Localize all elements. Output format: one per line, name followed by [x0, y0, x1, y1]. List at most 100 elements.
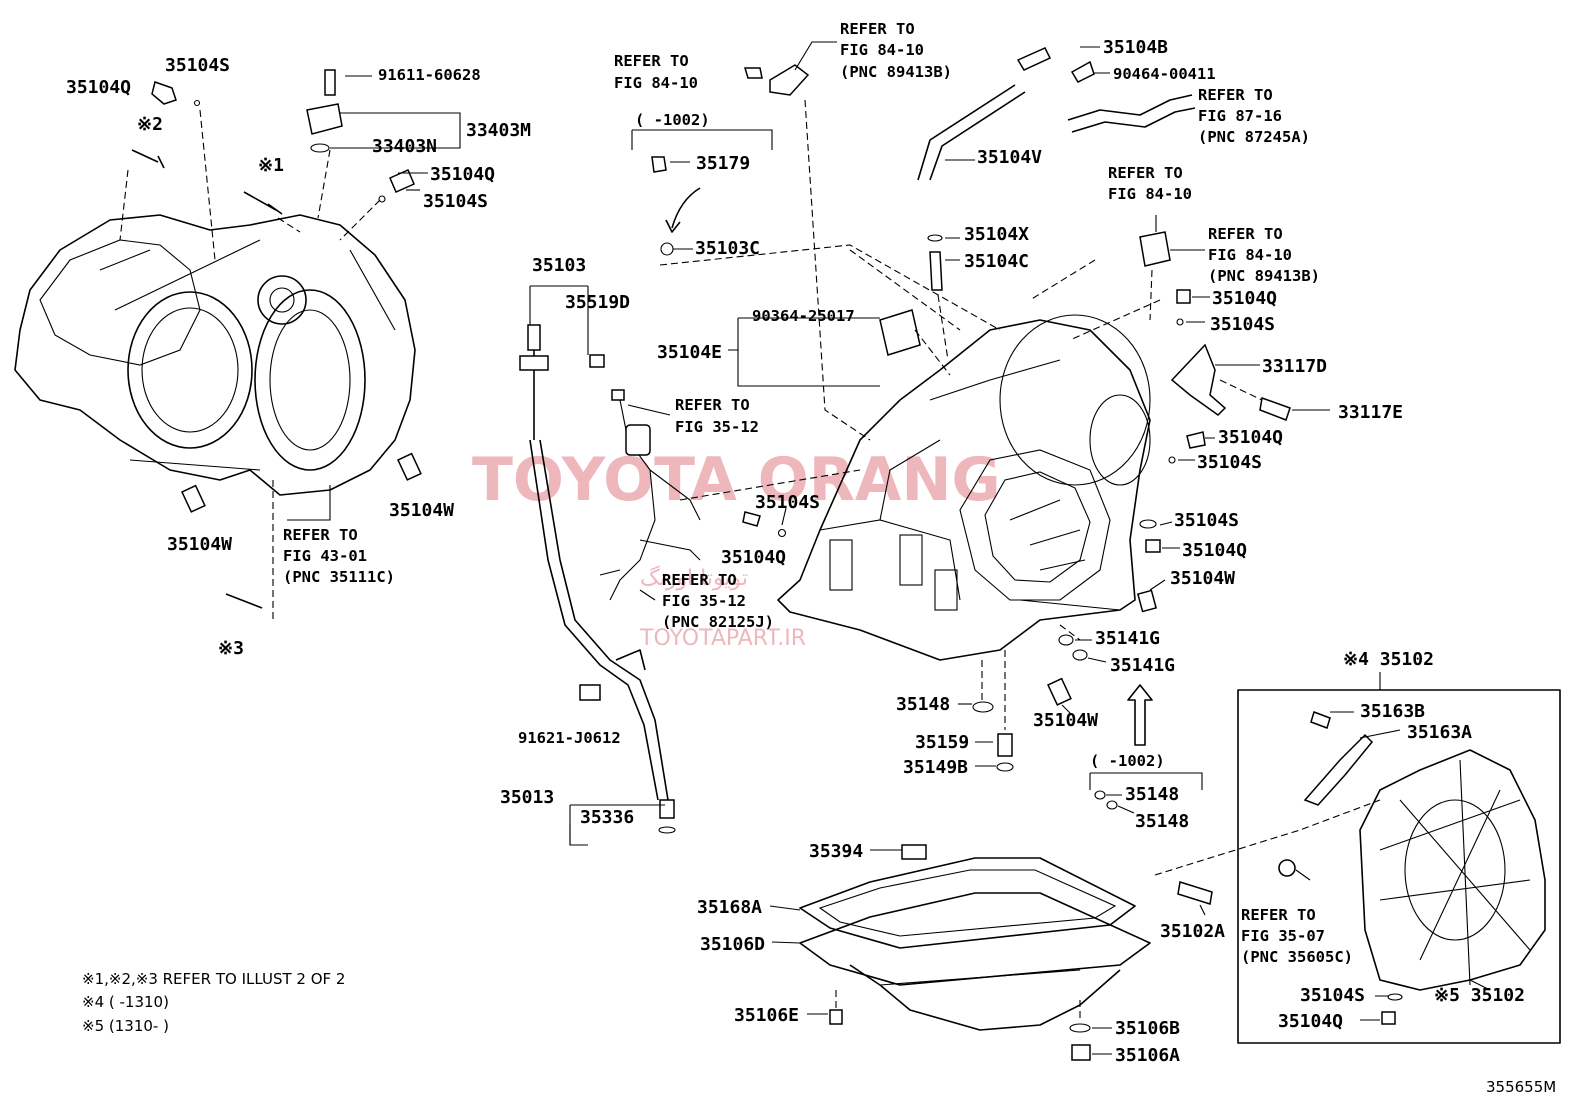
label-35102-mark5: ※5 35102 — [1434, 985, 1525, 1006]
svg-text:REFER TO: REFER TO — [614, 52, 689, 70]
label-35394: 35394 — [809, 841, 863, 862]
reference-fig-84-10-d: REFER TO FIG 84-10 (PNC 89413B) — [1208, 225, 1320, 285]
label-35103: 35103 — [532, 255, 586, 276]
label-mark-3: ※3 — [218, 638, 244, 659]
label-35148-b: 35148 — [1125, 784, 1179, 805]
svg-text:FIG 84-10: FIG 84-10 — [1208, 246, 1292, 264]
svg-text:FIG 35-12: FIG 35-12 — [675, 418, 759, 436]
label-35104Q: 35104Q — [66, 77, 131, 98]
reference-fig-43-01: REFER TO FIG 43-01 (PNC 35111C) — [283, 526, 395, 586]
label-35159: 35159 — [915, 732, 969, 753]
svg-text:FIG 84-10: FIG 84-10 — [840, 41, 924, 59]
label-35104Q-e: 35104Q — [721, 547, 786, 568]
label-35149B: 35149B — [903, 757, 968, 778]
label-33117D: 33117D — [1262, 356, 1327, 377]
svg-text:REFER TO: REFER TO — [283, 526, 358, 544]
transaxle-case-illustration — [14, 214, 416, 496]
label-date-2: ( -1002) — [1090, 752, 1165, 770]
reference-fig-35-07: REFER TO FIG 35-07 (PNC 35605C) — [1241, 906, 1353, 966]
svg-text:(PNC 89413B): (PNC 89413B) — [840, 63, 952, 81]
label-35104B: 35104B — [1103, 37, 1168, 58]
label-35141G-b: 35141G — [1110, 655, 1175, 676]
label-90364: 90364-25017 — [752, 307, 855, 325]
reference-fig-87-16: REFER TO FIG 87-16 (PNC 87245A) — [1198, 86, 1310, 146]
label-35102A: 35102A — [1160, 921, 1225, 942]
svg-text:FIG 43-01: FIG 43-01 — [283, 547, 367, 565]
end-cover-illustration — [1359, 749, 1546, 991]
label-35104S-d: 35104S — [1197, 452, 1262, 473]
label-35104W-c: 35104W — [1170, 568, 1235, 589]
label-mark-2: ※2 — [137, 114, 163, 135]
label-35013: 35013 — [500, 787, 554, 808]
label-33117E: 33117E — [1338, 402, 1403, 423]
label-35104Q-d: 35104Q — [1218, 427, 1283, 448]
svg-text:REFER TO: REFER TO — [1198, 86, 1273, 104]
label-35106B: 35106B — [1115, 1018, 1180, 1039]
footnote-3: ※5 (1310- ) — [82, 1017, 169, 1035]
illustration-code: 355655M — [1486, 1078, 1556, 1096]
label-35179: 35179 — [696, 153, 750, 174]
footnote-1: ※1,※2,※3 REFER TO ILLUST 2 OF 2 — [82, 970, 345, 988]
footnote-2: ※4 ( -1310) — [82, 993, 169, 1011]
label-35106D: 35106D — [700, 934, 765, 955]
label-35104W-d: 35104W — [1033, 710, 1098, 731]
label-33403M: 33403M — [466, 120, 531, 141]
svg-text:(PNC 35111C): (PNC 35111C) — [283, 568, 395, 586]
label-35106E: 35106E — [734, 1005, 799, 1026]
svg-text:REFER TO: REFER TO — [1208, 225, 1283, 243]
dipstick-tube-illustration — [519, 324, 676, 834]
label-35104S-b: 35104S — [423, 191, 488, 212]
label-35104W-b: 35104W — [167, 534, 232, 555]
label-35104S-f: 35104S — [1174, 510, 1239, 531]
svg-text:FIG 87-16: FIG 87-16 — [1198, 107, 1282, 125]
label-35104C: 35104C — [964, 251, 1029, 272]
label-33403N: 33403N — [372, 136, 437, 157]
label-35141G-a: 35141G — [1095, 628, 1160, 649]
label-35104W-a: 35104W — [389, 500, 454, 521]
reference-fig-84-10-c: REFER TO FIG 84-10 — [1108, 164, 1192, 203]
watermark-arabic: تويوتا اورنگ — [640, 565, 748, 591]
svg-text:REFER TO: REFER TO — [1241, 906, 1316, 924]
label-35336: 35336 — [580, 807, 634, 828]
main-transaxle-illustration — [777, 314, 1151, 661]
oil-pan-illustration — [799, 857, 1151, 1031]
label-35519D: 35519D — [565, 292, 630, 313]
svg-text:(PNC 35605C): (PNC 35605C) — [1241, 948, 1353, 966]
label-35104S: 35104S — [165, 55, 230, 76]
label-35104Q-g: 35104Q — [1278, 1011, 1343, 1032]
label-35102-mark4: ※4 35102 — [1343, 649, 1434, 670]
label-35148-c: 35148 — [1135, 811, 1189, 832]
svg-text:FIG 35-12: FIG 35-12 — [662, 592, 746, 610]
label-35163A: 35163A — [1407, 722, 1472, 743]
label-35104Q-f: 35104Q — [1182, 540, 1247, 561]
label-35106A: 35106A — [1115, 1045, 1180, 1066]
label-35104Q-c: 35104Q — [1212, 288, 1277, 309]
reference-fig-35-12-a: REFER TO FIG 35-12 — [675, 396, 759, 436]
label-date-1: ( -1002) — [635, 111, 710, 129]
svg-text:REFER TO: REFER TO — [662, 571, 737, 589]
label-35104E: 35104E — [657, 342, 722, 363]
label-35104V: 35104V — [977, 147, 1042, 168]
label-35163B: 35163B — [1360, 701, 1425, 722]
label-91621: 91621-J0612 — [518, 729, 621, 747]
label-35148-a: 35148 — [896, 694, 950, 715]
svg-text:REFER TO: REFER TO — [1108, 164, 1183, 182]
label-35104S-g: 35104S — [1300, 985, 1365, 1006]
inset-box-35102 — [1237, 689, 1561, 1044]
label-35104S-c: 35104S — [1210, 314, 1275, 335]
label-35104X: 35104X — [964, 224, 1029, 245]
svg-text:(PNC 89413B): (PNC 89413B) — [1208, 267, 1320, 285]
svg-text:REFER TO: REFER TO — [675, 396, 750, 414]
svg-text:FIG 35-07: FIG 35-07 — [1241, 927, 1325, 945]
svg-text:FIG 84-10: FIG 84-10 — [614, 74, 698, 92]
label-90464: 90464-00411 — [1113, 65, 1216, 83]
label-mark-1: ※1 — [258, 155, 284, 176]
reference-fig-84-10-b: REFER TO FIG 84-10 (PNC 89413B) — [840, 20, 952, 81]
reference-fig-84-10-a: REFER TO FIG 84-10 — [614, 52, 698, 92]
watermark-site: TOYOTAPART.IR — [639, 626, 806, 651]
svg-text:REFER TO: REFER TO — [840, 20, 915, 38]
svg-text:FIG 84-10: FIG 84-10 — [1108, 185, 1192, 203]
wire-harness-illustration — [599, 389, 701, 601]
label-35168A: 35168A — [697, 897, 762, 918]
